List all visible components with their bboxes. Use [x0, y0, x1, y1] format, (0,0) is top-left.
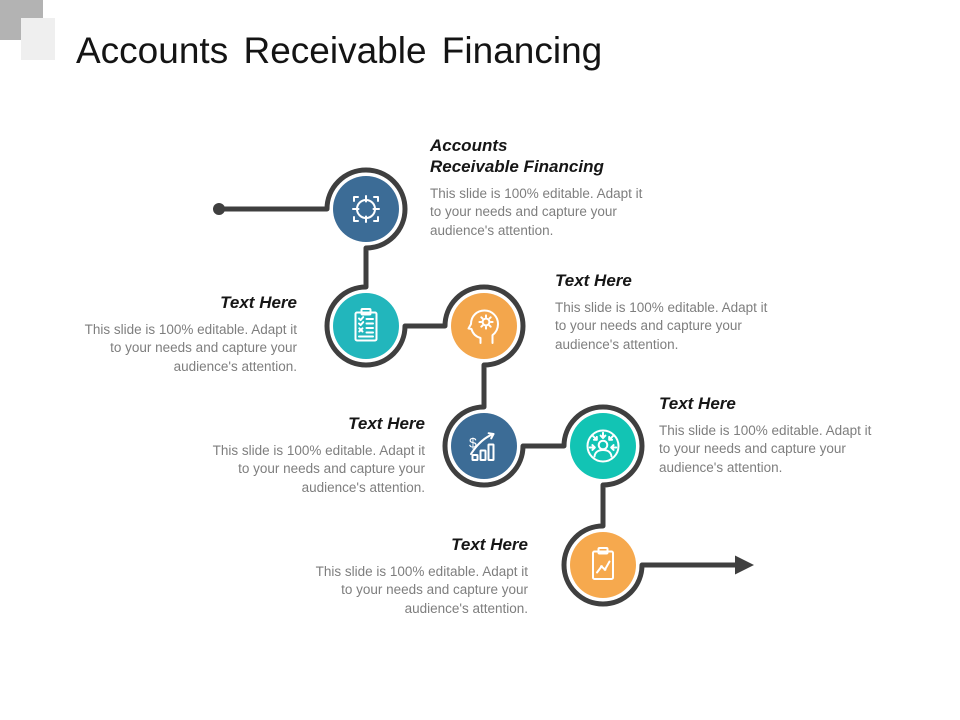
step-2-body: This slide is 100% editable. Adapt it to… [84, 322, 297, 374]
arrow-head-icon [735, 555, 754, 575]
head-gear-icon [467, 309, 499, 344]
dollar-growth-icon: $ [469, 432, 495, 461]
step-1-heading: Accounts Receivable Financing [430, 135, 652, 177]
step-5-body: This slide is 100% editable. Adapt it to… [659, 423, 872, 475]
step-2-circle [333, 293, 399, 359]
people-converge-icon [586, 429, 620, 463]
step-3-heading: Text Here [555, 271, 632, 290]
step-2-text-block: Text Here This slide is 100% editable. A… [75, 292, 297, 376]
step-5-text-block: Text Here This slide is 100% editable. A… [659, 393, 881, 477]
step-1-heading-line-1: Accounts [430, 136, 508, 155]
step-3-body: This slide is 100% editable. Adapt it to… [555, 300, 768, 352]
step-1-circle [333, 176, 399, 242]
step-4-text-block: Text Here This slide is 100% editable. A… [203, 413, 425, 497]
step-1-heading-line-2: Receivable Financing [430, 157, 604, 176]
step-4-circle [451, 413, 517, 479]
step-6-text-block: Text Here This slide is 100% editable. A… [306, 534, 528, 618]
step-5-heading: Text Here [659, 394, 736, 413]
step-1-body: This slide is 100% editable. Adapt it to… [430, 186, 643, 238]
step-5-circle [570, 413, 636, 479]
clipboard-chart-icon [592, 547, 614, 580]
step-6-body: This slide is 100% editable. Adapt it to… [315, 564, 528, 616]
step-4-body: This slide is 100% editable. Adapt it to… [212, 443, 425, 495]
step-4-heading: Text Here [348, 414, 425, 433]
step-6-heading: Text Here [451, 535, 528, 554]
slide-title: Accounts Receivable Financing [76, 30, 603, 71]
dollar-glyph: $ [469, 435, 477, 451]
step-2-heading: Text Here [220, 293, 297, 312]
step-3-circle [451, 293, 517, 359]
step-3-text-block: Text Here This slide is 100% editable. A… [555, 270, 777, 354]
start-dot [213, 203, 225, 215]
connector-path [219, 167, 738, 607]
step-1-text-block: Accounts Receivable Financing This slide… [430, 135, 652, 240]
step-6-circle [570, 532, 636, 598]
decor-square-light [21, 18, 55, 60]
clipboard-checklist-icon [354, 308, 378, 342]
target-icon [352, 195, 380, 223]
